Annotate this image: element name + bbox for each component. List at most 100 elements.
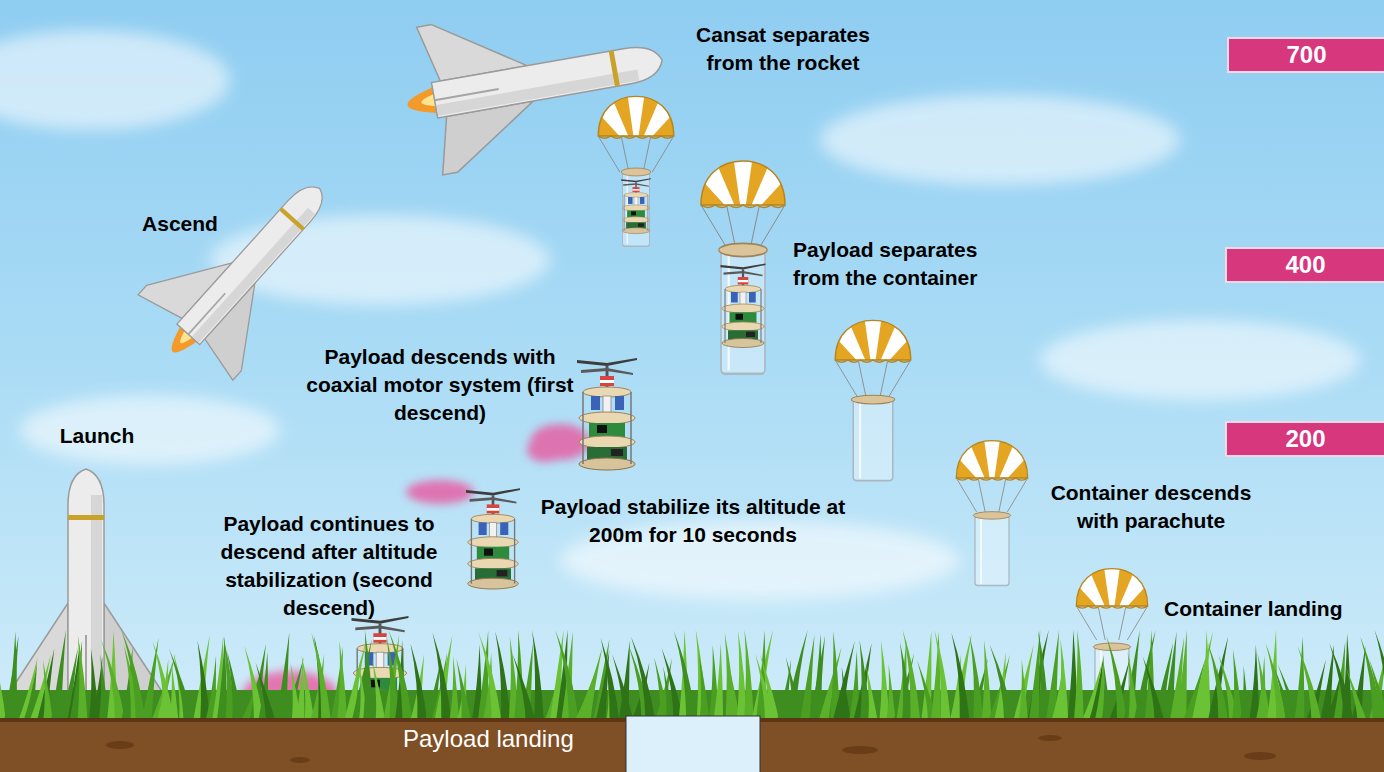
grass-blade [1038,630,1049,722]
grass-blade [51,630,66,722]
stage-label: Payload descends with coaxial motor syst… [300,343,580,427]
grass-blade [990,645,1015,722]
stage-label: Container descends with parachute [1031,479,1271,535]
grass-blade [1074,630,1084,722]
rockets [138,146,367,380]
parachutes [595,91,678,246]
grass-blade [513,654,536,722]
grass-blade [302,656,315,722]
grass-blade [1346,666,1368,722]
grass-blade [1294,636,1304,722]
grass-blade [903,630,921,722]
clouds [1040,320,1360,400]
soil-spots [290,757,310,763]
grass-blade [311,632,331,722]
grass-blade [951,634,972,722]
grass-blade [612,655,633,722]
parachutes [973,512,1010,586]
grass-blade [101,639,125,722]
grass [0,630,1384,722]
rockets [417,0,675,175]
grass-blade [713,643,723,722]
grass-blade [982,640,992,722]
altitude-band: 200 [1225,421,1384,457]
grass-blade [99,654,109,722]
grass-blade [7,631,17,722]
parachutes [621,178,651,233]
grass-blade [193,635,210,722]
clouds [0,30,230,130]
altitude-value: 400 [1285,251,1325,279]
grass-blade [970,635,984,722]
grass-blade [1101,663,1111,722]
grass-blade [169,649,194,722]
grass-blade [363,630,373,722]
parachutes [832,315,915,396]
soil-spots [1038,735,1062,741]
grass-blade [744,630,754,722]
altitude-value: 700 [1286,41,1326,69]
grass-blade [1249,644,1259,722]
grass-blade [0,636,6,722]
clouds [20,395,280,465]
grass-blade [601,638,620,722]
grass-blade [37,648,55,722]
grass-blade [433,633,452,722]
grass-blade [1298,646,1322,722]
grass-blade [282,657,304,722]
payloads [577,358,637,470]
grass-blade [1018,659,1028,722]
payloads [466,488,520,589]
payloads [466,488,520,589]
grass-blade [931,631,941,722]
parachutes [595,91,678,172]
landing-zone [626,716,760,772]
grass-blade [1143,656,1165,722]
grass-blade [1176,630,1187,722]
grass-blade [1232,649,1242,722]
grass-blade [410,643,427,722]
grass-blade [631,636,655,722]
grass-blade [256,663,276,722]
grass-blade [227,651,242,722]
clouds [820,95,1180,185]
grass-blade [1134,630,1156,722]
clouds [0,30,1360,600]
grass-blade [456,659,471,722]
parachutes [719,243,767,373]
parachutes [621,168,651,246]
stage-label: Cansat separates from the rocket [673,21,893,77]
rockets [11,469,161,705]
parachutes [973,512,1010,586]
altitude-value: 200 [1285,425,1325,453]
grass-blade [1369,659,1384,722]
parachutes [1073,564,1151,641]
grass-blade [1360,636,1382,722]
rockets [394,0,675,179]
grass-blade [593,639,610,722]
rockets [405,87,437,117]
stage-label: Payload landing [403,724,623,754]
grass-blade [1089,656,1104,722]
soil-spots [106,741,134,749]
parachutes [697,155,789,245]
parachutes [953,436,1031,513]
soil-spots [842,746,878,754]
grass-blade [951,633,969,722]
payloads [577,358,637,470]
stage-label: Ascend [130,210,230,238]
parachutes [621,168,651,246]
rockets [11,469,161,705]
grass-blade [934,630,950,722]
parachutes [851,395,895,480]
grass-blade [674,631,696,722]
grass-blade [1266,643,1287,722]
grass-blade [78,636,88,722]
parachutes [721,264,766,348]
grass-blade [495,631,511,722]
grass-blade [1106,636,1127,722]
parachutes [832,315,915,481]
rockets [11,0,675,705]
parachutes [851,395,895,480]
